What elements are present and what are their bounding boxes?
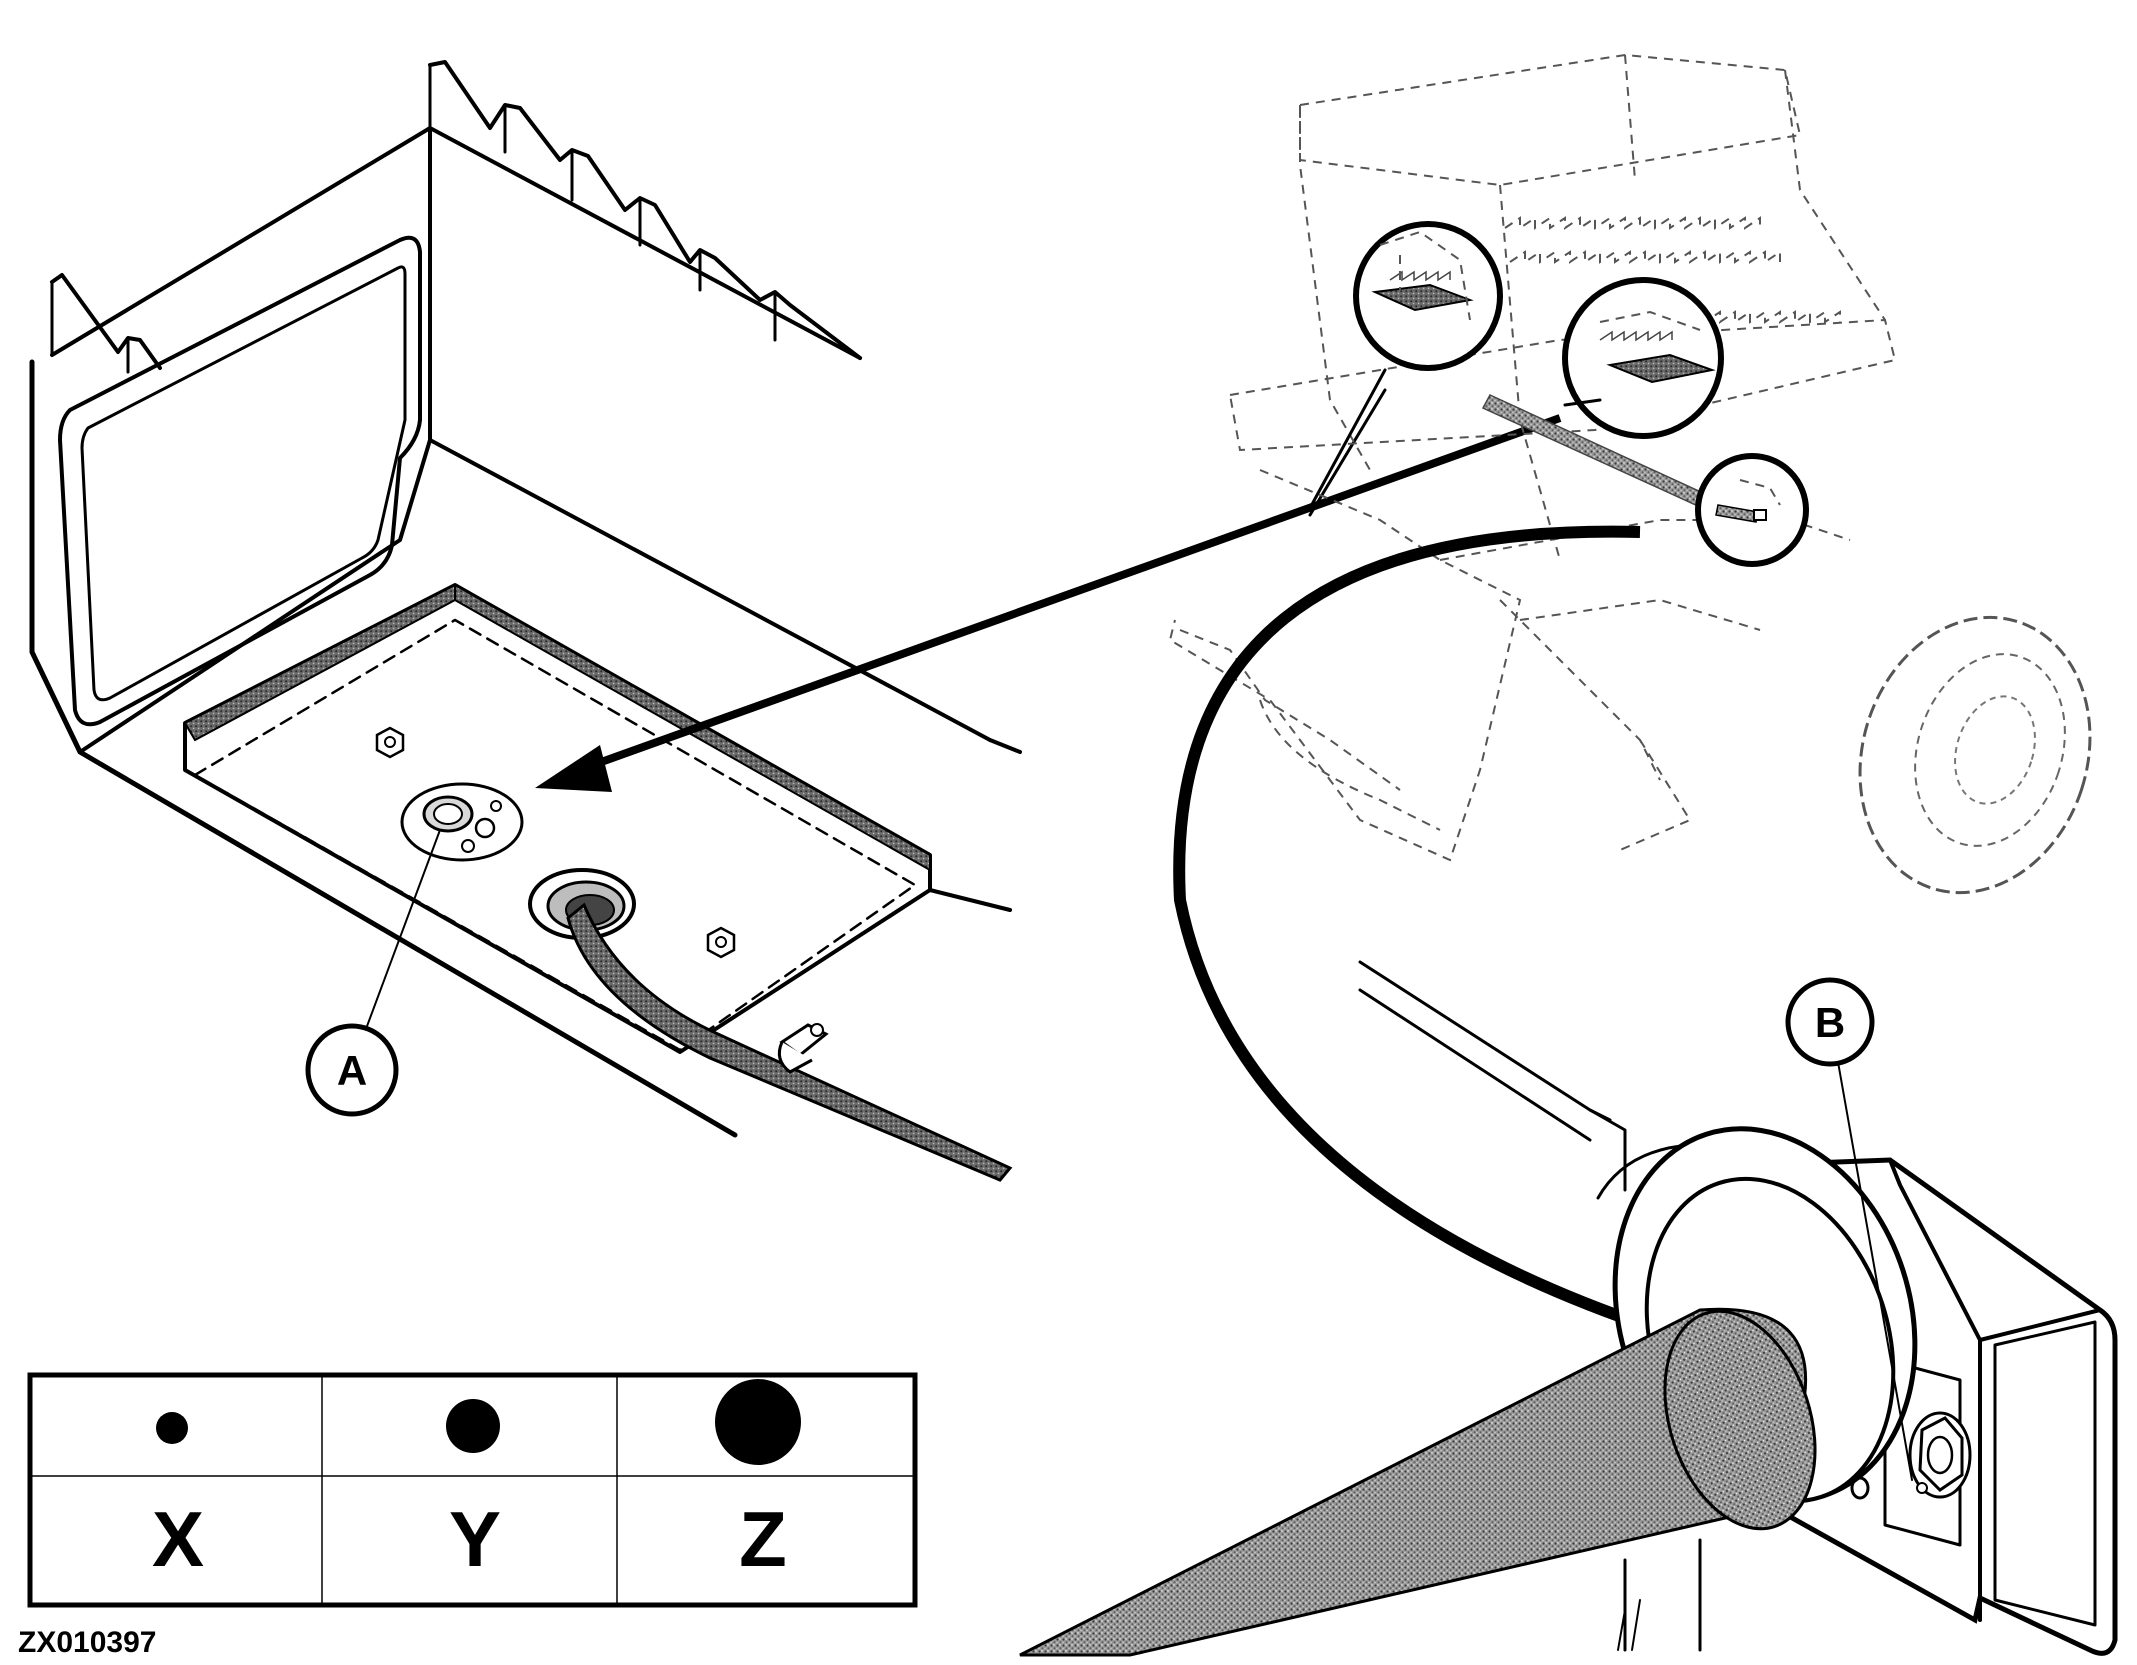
machine-overview [1168, 53, 2092, 895]
dot-icon-medium [446, 1399, 500, 1453]
hex-bolt-icon [375, 726, 405, 759]
motor-detail: B [1019, 960, 2118, 1657]
fitting-icon [1908, 1411, 1972, 1499]
legend-label-z: Z [739, 1495, 787, 1583]
dot-icon-large [715, 1379, 801, 1465]
callout-a-label: A [337, 1047, 367, 1094]
dot-icon-small [156, 1412, 188, 1444]
wheel [1858, 615, 2092, 895]
drain-plug-icon [400, 782, 524, 862]
detail-circle [1695, 453, 1809, 567]
detail-circle [1562, 277, 1724, 439]
arrow-icon [535, 388, 1562, 792]
hose [566, 902, 1013, 1182]
tank-assembly: A [29, 60, 1022, 1182]
size-legend-table: X Y Z [27, 1372, 918, 1608]
callout-b: B [1785, 977, 1875, 1067]
figure-code: ZX010397 [18, 1626, 156, 1659]
callout-b-label: B [1815, 999, 1845, 1046]
legend-label-x: X [152, 1495, 204, 1583]
hose-grommet [528, 868, 636, 940]
hex-bolt-icon [706, 926, 736, 959]
detail-circle [1353, 221, 1503, 371]
hose-clamp [777, 1023, 829, 1074]
callout-a: A [305, 1023, 399, 1117]
legend-label-y: Y [449, 1495, 501, 1583]
